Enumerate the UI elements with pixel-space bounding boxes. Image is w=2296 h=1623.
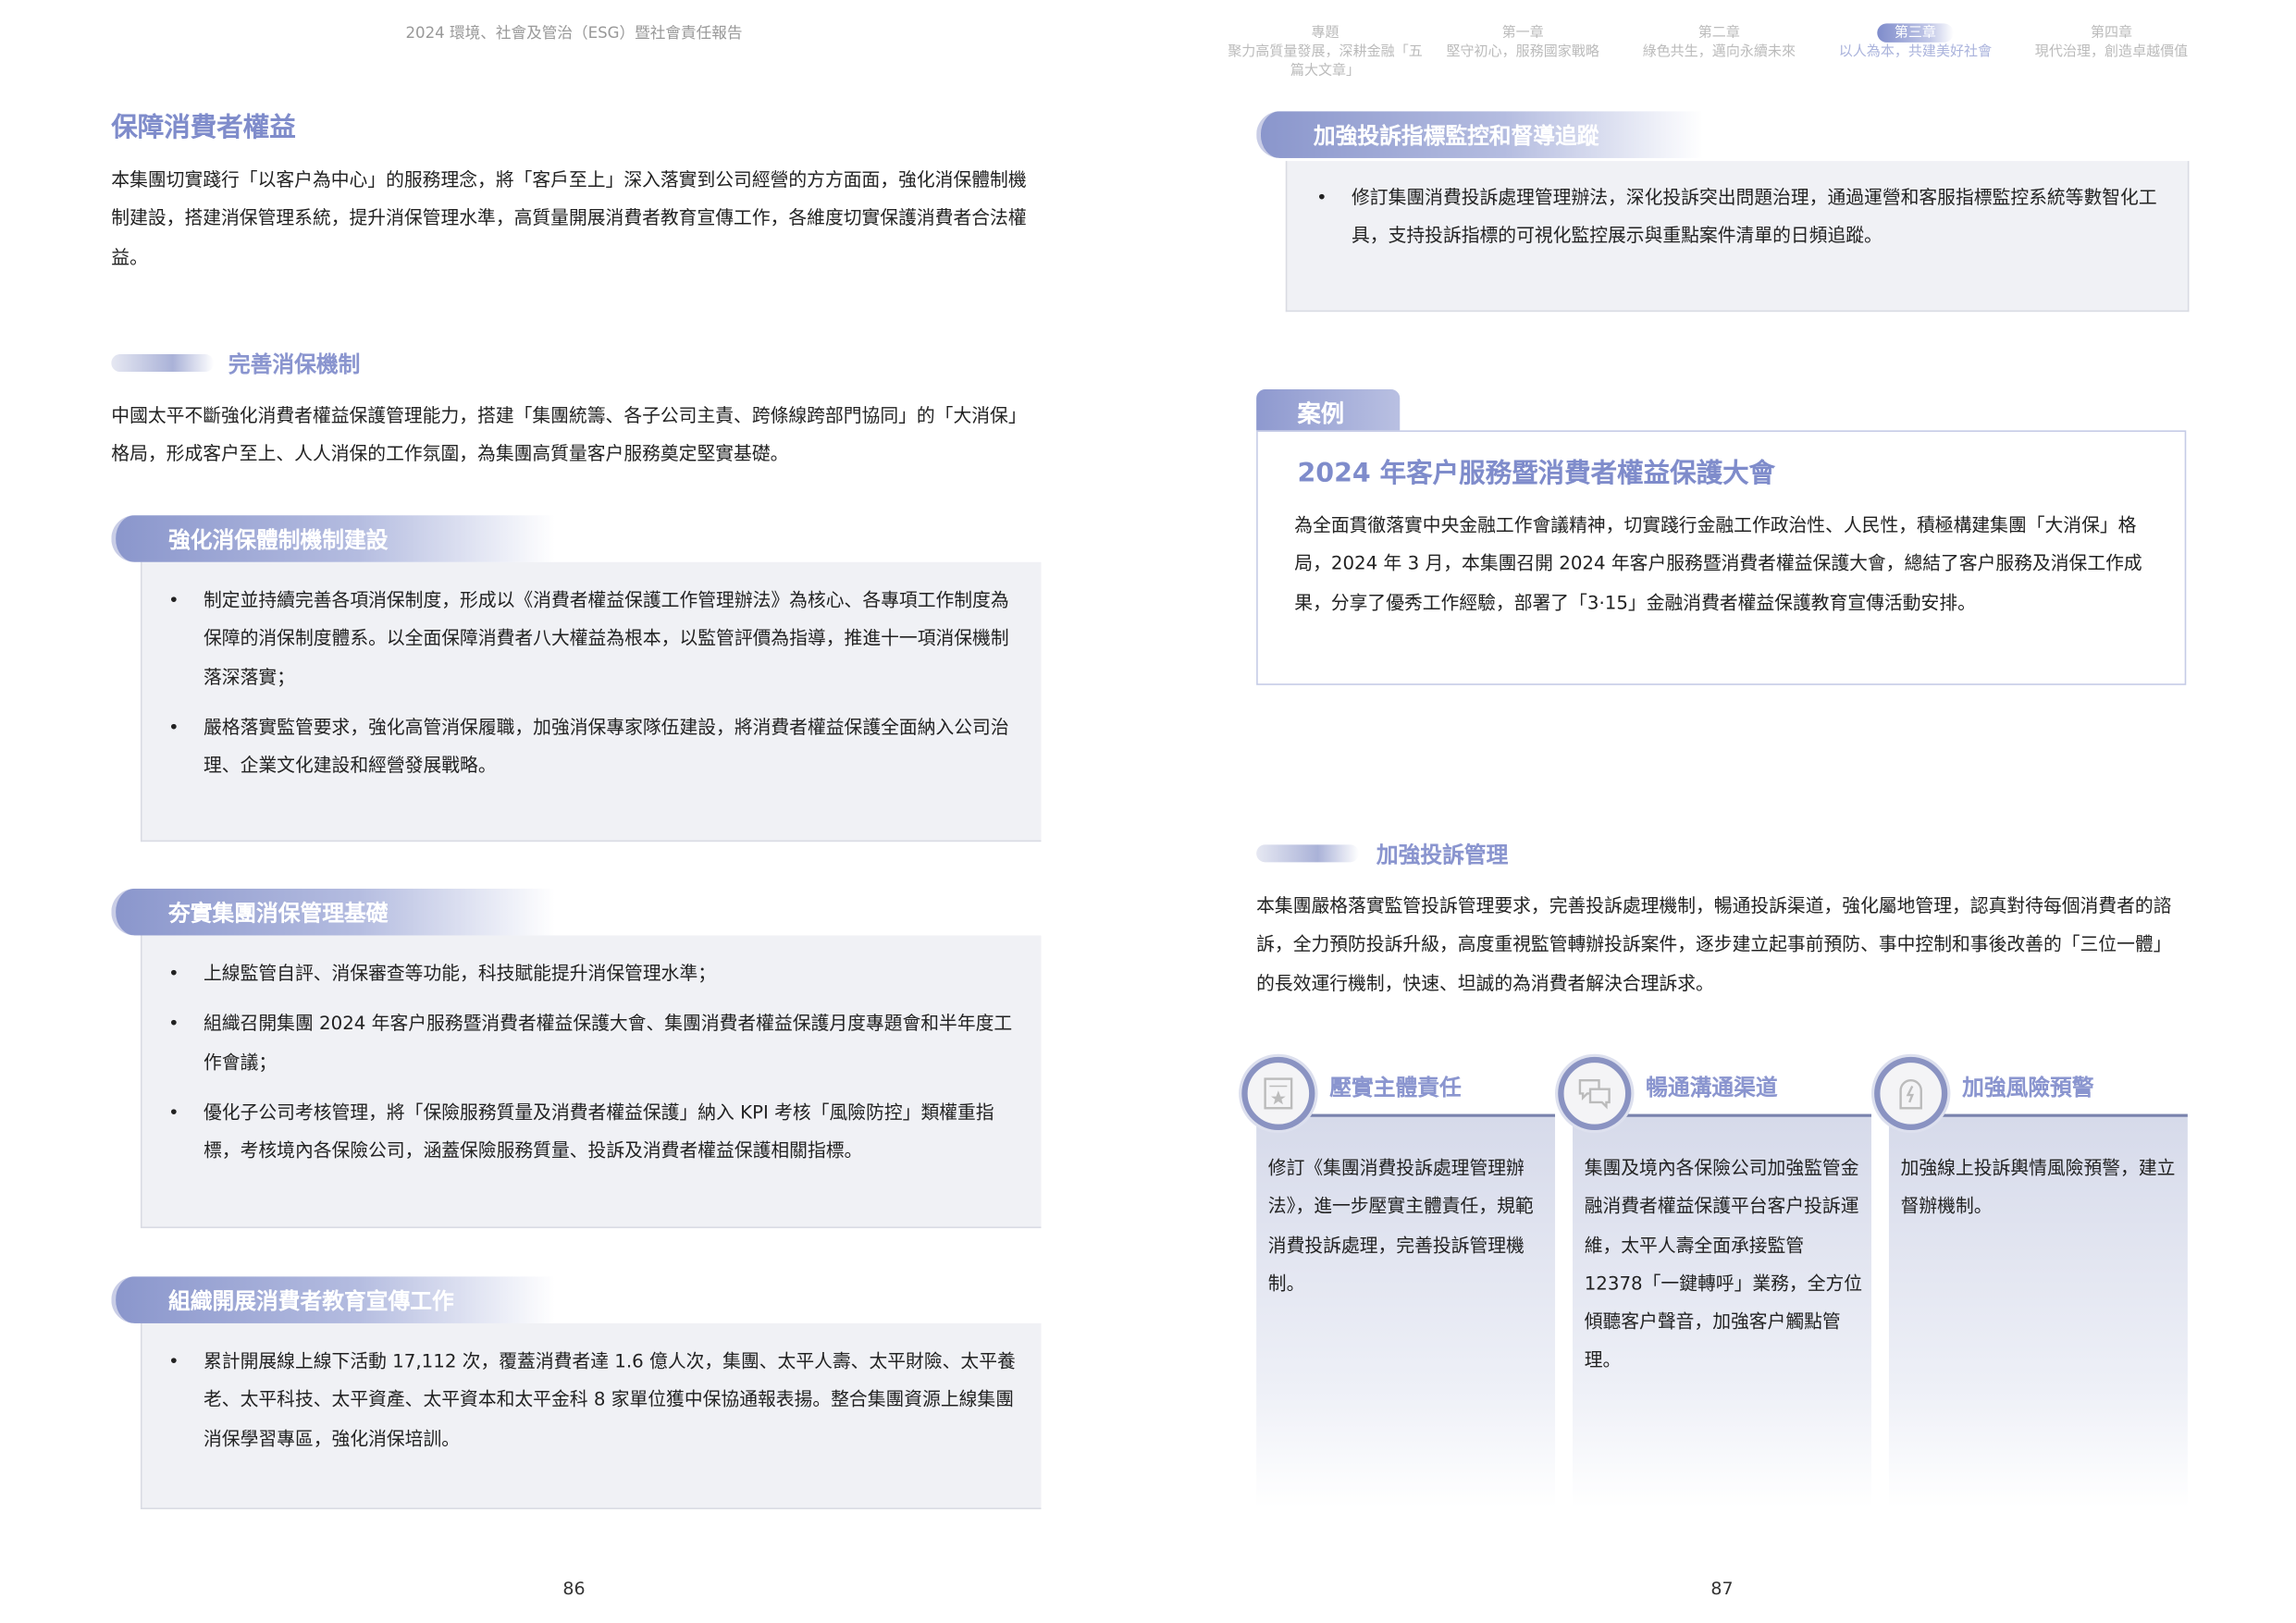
card-title: 暢通溝通渠道 — [1646, 1074, 1778, 1101]
case-tab: 案例 — [1256, 389, 1401, 431]
card-divider — [1274, 1113, 1556, 1117]
card — [1256, 1115, 1556, 1508]
section-header: 強化消保體制機制建設 — [111, 515, 555, 562]
section-header: 組織開展消費者教育宣傳工作 — [111, 1276, 555, 1323]
page-number: 87 — [1710, 1578, 1734, 1599]
subheading: 加強投訴管理 — [1376, 842, 1509, 868]
bullet-item: 上線監管自評、消保審查等功能，科技賦能提升消保管理水準； — [168, 954, 1027, 993]
bullet-item: 修訂集團消費投訴處理管理辦法，深化投訴突出問題治理，通過運營和客服指標監控系統等… — [1316, 178, 2175, 255]
section-box: 修訂集團消費投訴處理管理辦法，深化投訴突出問題治理，通過運營和客服指標監控系統等… — [1285, 161, 2190, 313]
nav-title: 以人為本，共建美好社會 — [1838, 43, 1993, 60]
section-box: 制定並持續完善各項消保制度，形成以《消費者權益保護工作管理辦法》為核心、各專項工… — [140, 561, 1042, 842]
subheading-pill-decoration — [1256, 844, 1359, 863]
nav-tab-chapter-4[interactable]: 第四章現代治理，創造卓越價值 — [2013, 23, 2209, 61]
nav-tab-special[interactable]: 專題聚力高質量發展，深耕金融「五篇大文章」 — [1227, 23, 1423, 80]
section-title: 組織開展消費者教育宣傳工作 — [168, 1287, 454, 1315]
card-text: 修訂《集團消費投訴處理管理辦法》，進一步壓實主體責任，規範消費投訴處理，完善投訴… — [1267, 1156, 1534, 1295]
card — [1888, 1115, 2188, 1508]
bullet-item: 制定並持續完善各項消保制度，形成以《消費者權益保護工作管理辦法》為核心、各專項工… — [168, 581, 1027, 696]
nav-chapter: 第三章 — [1876, 23, 1954, 43]
case-title: 2024 年客户服務暨消費者權益保護大會 — [1297, 458, 1776, 489]
case-box: 2024 年客户服務暨消費者權益保護大會 為全面貫徹落實中央金融工作會議精神，切… — [1256, 430, 2187, 685]
running-header: 2024 環境、社會及管治（ESG）暨社會責任報告 — [405, 24, 743, 43]
nav-tab-chapter-1[interactable]: 第一章堅守初心，服務國家戰略 — [1425, 23, 1621, 61]
nav-chapter: 第四章 — [2090, 24, 2133, 42]
section-header: 夯實集團消保管理基礎 — [111, 888, 555, 936]
sub-paragraph: 本集團嚴格落實監管投訴管理要求，完善投訴處理機制，暢通投訴渠道，強化屬地管理，認… — [1256, 894, 2172, 994]
bullet-item: 優化子公司考核管理，將「保險服務質量及消費者權益保護」納入 KPI 考核「風險防… — [168, 1093, 1027, 1170]
bullet-item: 組織召開集團 2024 年客户服務暨消費者權益保護大會、集團消費者權益保護月度專… — [168, 1004, 1027, 1081]
nav-tab-chapter-2[interactable]: 第二章綠色共生，邁向永續未來 — [1621, 23, 1817, 61]
nav-title: 堅守初心，服務國家戰略 — [1446, 43, 1599, 60]
card-divider — [1906, 1113, 2188, 1117]
certificate-star-icon — [1241, 1056, 1315, 1130]
card-divider — [1590, 1113, 1871, 1117]
nav-title: 綠色共生，邁向永續未來 — [1642, 43, 1796, 60]
card-title: 壓實主體責任 — [1329, 1074, 1462, 1101]
nav-chapter: 第二章 — [1697, 24, 1740, 42]
card — [1573, 1115, 1871, 1508]
section-box: 上線監管自評、消保審查等功能，科技賦能提升消保管理水準； 組織召開集團 2024… — [140, 935, 1042, 1229]
nav-chapter: 專題 — [1311, 24, 1339, 42]
page-title: 保障消費者權益 — [111, 112, 296, 144]
case-text: 為全面貫徹落實中央金融工作會議精神，切實踐行金融工作政治性、人民性，積極構建集團… — [1294, 513, 2142, 613]
bullet-item: 嚴格落實監管要求，強化高管消保履職，加強消保專家隊伍建設，將消費者權益保護全面納… — [168, 708, 1027, 785]
alert-lightning-icon — [1874, 1056, 1948, 1130]
case-tab-label: 案例 — [1297, 400, 1345, 428]
section-header: 加強投訴指標監控和督導追蹤 — [1256, 111, 1703, 158]
subheading: 完善消保機制 — [228, 350, 361, 378]
chat-bubbles-icon — [1558, 1056, 1632, 1130]
subheading-pill-decoration — [111, 354, 215, 373]
section-title: 加強投訴指標監控和督導追蹤 — [1313, 122, 1599, 150]
sub-paragraph: 中國太平不斷強化消費者權益保護管理能力，搭建「集團統籌、各子公司主責、跨條線跨部… — [111, 403, 1027, 465]
section-title: 強化消保體制機制建設 — [168, 526, 389, 554]
card-text: 加強線上投訴輿情風險預警，建立督辦機制。 — [1900, 1156, 2176, 1217]
intro-paragraph: 本集團切實踐行「以客户為中心」的服務理念，將「客戶至上」深入落實到公司經營的方方… — [111, 168, 1027, 268]
bullet-item: 累計開展線上線下活動 17,112 次，覆蓋消費者達 1.6 億人次，集團、太平… — [168, 1343, 1027, 1458]
nav-tab-chapter-3[interactable]: 第三章以人為本，共建美好社會 — [1817, 23, 2013, 61]
nav-chapter: 第一章 — [1501, 24, 1544, 42]
card-text: 集團及境內各保險公司加強監管金融消費者權益保護平台客户投訴運維，太平人壽全面承接… — [1584, 1156, 1863, 1371]
card-title: 加強風險預警 — [1962, 1074, 2094, 1101]
nav-title: 現代治理，創造卓越價值 — [2034, 43, 2189, 60]
section-box: 累計開展線上線下活動 17,112 次，覆蓋消費者達 1.6 億人次，集團、太平… — [140, 1322, 1042, 1509]
page-number: 86 — [562, 1578, 586, 1599]
section-title: 夯實集團消保管理基礎 — [168, 900, 389, 927]
nav-title: 聚力高質量發展，深耕金融「五篇大文章」 — [1228, 43, 1423, 80]
